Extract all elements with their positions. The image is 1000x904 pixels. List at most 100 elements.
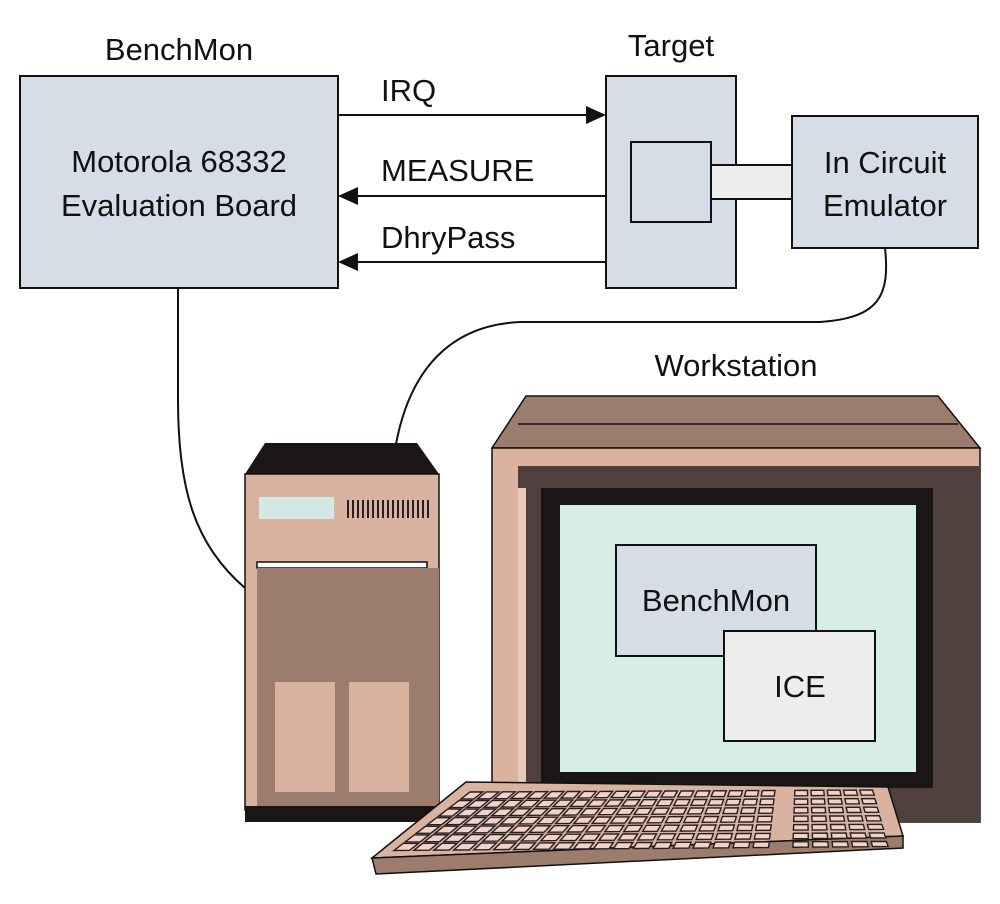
keyboard-key [842,789,859,797]
tower-drive-slot [256,561,428,569]
keyboard-key [689,798,708,807]
board-label-line2: Evaluation Board [61,188,297,223]
keyboard-key [828,806,845,814]
keyboard-key [585,799,608,808]
tower-bay-right [349,682,409,792]
keyboard-key [443,816,471,826]
keyboard-key [752,841,771,849]
keyboard-key [612,841,635,850]
keyboard-key [558,833,583,842]
keyboard-key [451,842,479,851]
keyboard-key [539,833,564,842]
keyboard-key [632,807,654,816]
keyboard [369,781,905,875]
dhrypass-label: DhryPass [381,220,515,255]
keyboard-key [701,815,720,824]
keyboard-key [724,798,742,806]
keyboard-key [792,815,809,823]
keyboard-key [543,807,567,816]
keyboard-key [811,841,830,848]
keyboard-key [433,825,461,834]
keyboard-key [592,790,615,799]
keyboard-key [692,841,712,849]
keyboard-key [525,808,550,817]
keyboard-key [792,823,809,831]
keyboard-key [568,799,591,808]
keyboard-key [462,816,489,826]
keyboard-key [792,832,810,840]
keyboard-key [546,825,571,833]
keyboard-key [672,841,693,849]
keyboard-key [741,798,759,806]
keyboard-key [695,832,715,841]
benchmon-window-label: BenchMon [642,583,790,618]
keyboard-key [519,833,545,842]
keyboard-key [848,823,866,831]
keyboard-key [714,832,734,841]
benchmon-title: BenchMon [105,32,253,67]
irq-arrow [338,106,606,124]
keyboard-key [572,841,596,850]
keyboard-key [679,824,699,832]
keyboard-key [425,817,453,826]
keyboard-key [579,807,602,816]
keyboard-key [447,799,474,809]
keyboard-key [693,790,712,798]
target-chip [630,141,712,223]
keyboard-key [525,790,550,800]
tower-base [245,806,439,822]
keyboard-key [659,790,679,798]
keyboard-key [664,815,684,824]
keyboard-key [810,798,826,805]
keyboard-key [864,814,883,822]
keyboard-key [735,824,754,832]
keyboard-key [710,789,728,798]
target-title: Target [628,28,715,63]
keyboard-key [597,807,619,816]
monitor-frame-highlight [518,488,526,788]
keyboard-key [508,790,534,800]
keyboard-key [620,798,642,807]
keyboard-key [414,825,442,835]
keyboard-key [480,816,506,826]
keyboard-key [464,799,491,809]
keyboard-key [590,816,613,825]
keyboard-key [844,798,861,805]
keyboard-key [391,842,421,852]
keyboard-key [868,832,887,839]
keyboard-key [475,791,501,800]
evaluation-board-box [19,75,339,289]
keyboard-key [584,824,607,833]
keyboard-key [626,790,647,799]
keyboard-key [672,798,692,807]
keyboard-key [643,790,663,799]
keyboard-key [452,825,479,834]
keyboard-key [739,806,757,815]
keyboard-key [811,823,828,831]
keyboard-key [858,789,876,796]
keyboard-key [793,798,809,806]
keyboard-key [637,798,658,807]
keyboard-key [482,799,508,809]
irq-label: IRQ [381,73,436,108]
keyboard-key [712,841,732,849]
keyboard-key [490,808,516,817]
keyboard-key [603,799,625,807]
board-to-tower-cable [177,288,246,589]
keyboard-key [682,815,702,824]
keyboard-key [726,790,744,798]
keyboard-key [472,808,498,817]
keyboard-key [753,832,771,840]
keyboard-key [668,807,688,815]
keyboard-key [698,824,718,832]
keyboard-key [508,825,534,834]
keyboard-key [829,823,847,831]
keyboard-key [756,815,773,823]
keyboard-key [793,789,809,797]
keyboard-key [461,833,488,843]
keyboard-key [411,842,440,852]
ice-window-label: ICE [774,669,826,704]
keyboard-key [830,832,848,840]
keyboard-key [676,790,695,798]
